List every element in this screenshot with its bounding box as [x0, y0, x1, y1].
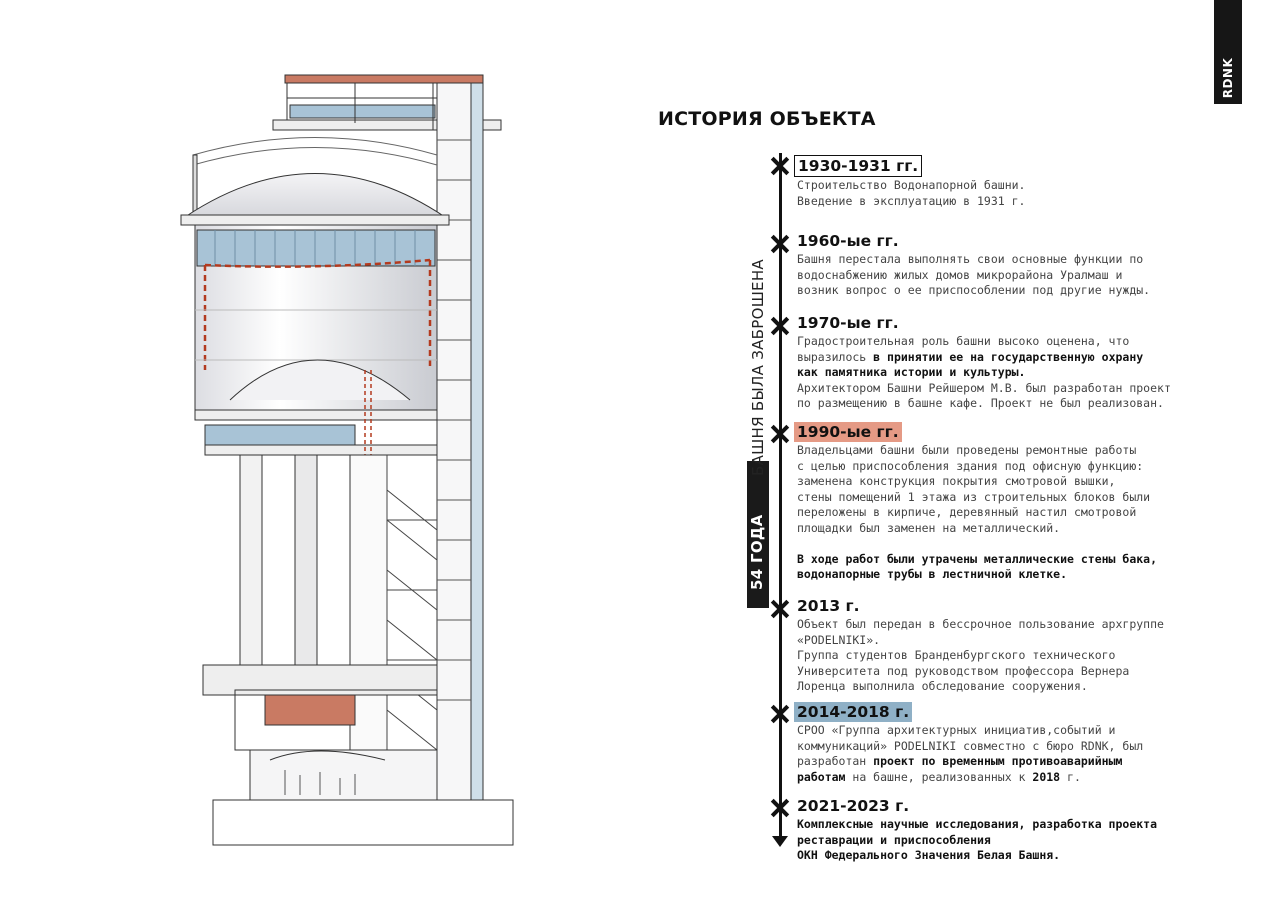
entry-line: стены помещений 1 этажа из строительных …	[797, 489, 1151, 504]
entry-line: Строительство Водонапорной башни.	[797, 178, 1026, 192]
entry-line: Группа студентов Бранденбургского технич…	[797, 648, 1116, 662]
timeline-entry-1990: 1990-ые гг. Владельцами башни были прове…	[794, 422, 1217, 583]
entry-line: водоснабжению жилых домов микрорайона Ур…	[797, 267, 1123, 282]
entry-line: как памятника истории и культуры.	[797, 365, 1026, 379]
entry-line: Университета под руководством профессора…	[797, 663, 1130, 678]
entry-line: по размещению в башне кафе. Проект не бы…	[797, 396, 1164, 410]
entry-line: Градостроительная роль башни высоко оцен…	[797, 334, 1130, 348]
timeline-arrow-icon	[772, 836, 788, 847]
entry-line: В ходе работ были утрачены металлические…	[797, 551, 1158, 566]
entry-line: работам на башне, реализованных к 2018 г…	[797, 769, 1081, 784]
tower-section-drawing	[180, 74, 514, 846]
entry-title: 2021-2023 г.	[797, 797, 910, 815]
timeline-entry-1960: 1960-ые гг. Башня перестала выполнять св…	[797, 231, 1217, 299]
entry-title: 2013 г.	[797, 597, 860, 615]
entry-line: водонапорные трубы в лестничной клетке.	[797, 567, 1068, 581]
entry-line: переложены в кирпиче, деревянный настил …	[797, 505, 1137, 519]
entry-line: СРОО «Группа архитектурных инициатив,соб…	[797, 723, 1116, 737]
page-title: ИСТОРИЯ ОБЪЕКТА	[658, 108, 876, 130]
brand-logo-text: RDNK	[1221, 57, 1235, 99]
entry-line: заменена конструкция покрытия смотровой …	[797, 474, 1116, 488]
entry-body: СРОО «Группа архитектурных инициатив,соб…	[797, 723, 1217, 785]
entry-line: возник вопрос о ее приспособлении под др…	[797, 283, 1151, 297]
entry-title: 2014-2018 г.	[794, 702, 913, 722]
entry-body: Градостроительная роль башни высоко оцен…	[797, 334, 1217, 412]
entry-body: Объект был передан в бессрочное пользова…	[797, 617, 1217, 695]
entry-line: «PODELNIKI».	[797, 632, 881, 647]
entry-title: 1990-ые гг.	[794, 422, 902, 442]
timeline-axis	[779, 153, 782, 840]
entry-body: Башня перестала выполнять свои основные …	[797, 252, 1217, 299]
timeline-entry-2021: 2021-2023 г. Комплексные научные исследо…	[797, 796, 1217, 864]
entry-line: Лоренца выполнила обследование сооружени…	[797, 679, 1088, 693]
entry-line: площадки был заменен на металлический.	[797, 520, 1061, 535]
entry-title: 1930-1931 гг.	[794, 155, 923, 177]
entry-line: Архитектором Башни Рейшером М.В. был раз…	[797, 380, 1171, 395]
entry-line: Введение в эксплуатацию в 1931 г.	[797, 193, 1026, 208]
timeline-marker-icon	[771, 600, 789, 618]
entry-line: Комплексные научные исследования, разраб…	[797, 817, 1158, 831]
timeline-marker-icon	[771, 799, 789, 817]
entry-line: с целью приспособления здания под офисну…	[797, 458, 1144, 473]
entry-title: 1960-ые гг.	[797, 232, 899, 250]
entry-line: реставрации и приспособления	[797, 832, 991, 847]
entry-line: разработан проект по временным противоав…	[797, 754, 1123, 768]
entry-body: Строительство Водонапорной башни. Введен…	[797, 178, 1217, 209]
brand-tab: RDNK	[1214, 0, 1242, 104]
entry-line: выразилось в принятии ее на государствен…	[797, 349, 1144, 364]
entry-line: Башня перестала выполнять свои основные …	[797, 252, 1144, 266]
entry-line: коммуникаций» PODELNIKI совместно с бюро…	[797, 738, 1144, 753]
timeline-entry-2013: 2013 г. Объект был передан в бессрочное …	[797, 596, 1217, 695]
timeline-entry-1970: 1970-ые гг. Градостроительная роль башни…	[797, 313, 1217, 412]
timeline-marker-icon	[771, 705, 789, 723]
entry-title: 1970-ые гг.	[797, 314, 899, 332]
entry-body: Владельцами башни были проведены ремонтн…	[797, 443, 1217, 583]
abandoned-note: БАШНЯ БЫЛА ЗАБРОШЕНА	[749, 259, 767, 476]
entry-line: ОКН Федерального Значения Белая Башня.	[797, 848, 1061, 862]
abandoned-period-band	[747, 244, 769, 608]
timeline-entry-1930: 1930-1931 гг. Строительство Водонапорной…	[794, 155, 1217, 209]
timeline-marker-icon	[771, 317, 789, 335]
timeline-entry-2014: 2014-2018 г. СРОО «Группа архитектурных …	[794, 702, 1217, 785]
timeline-marker-icon	[771, 425, 789, 443]
entry-line: Объект был передан в бессрочное пользова…	[797, 617, 1164, 631]
timeline-marker-icon	[771, 235, 789, 253]
timeline-marker-icon	[771, 157, 789, 175]
abandoned-years: 54 ГОДА	[748, 514, 766, 590]
entry-line: Владельцами башни были проведены ремонтн…	[797, 443, 1137, 457]
entry-body: Комплексные научные исследования, разраб…	[797, 817, 1217, 864]
